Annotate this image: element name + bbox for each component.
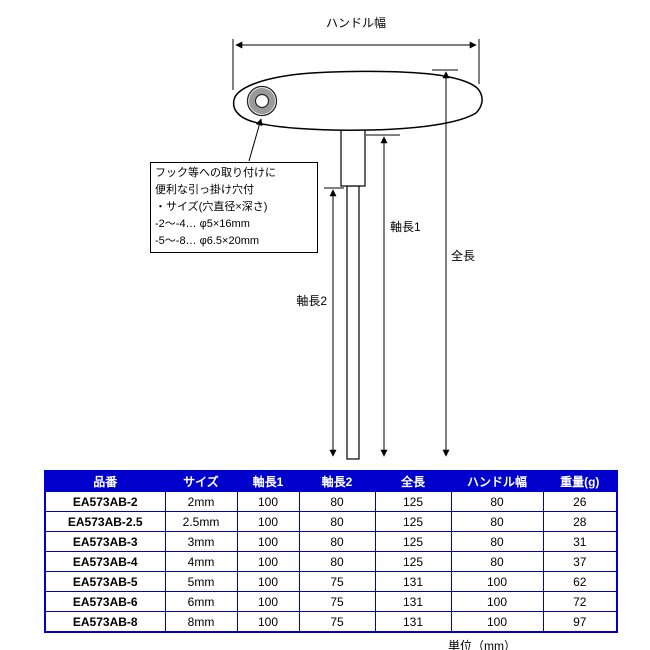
table-cell: 26 — [542, 491, 618, 512]
table-cell: 125 — [374, 491, 452, 512]
column-header: ハンドル幅 — [450, 470, 544, 492]
table-cell: 125 — [374, 531, 452, 552]
shaft-length-2-label: 軸長2 — [296, 294, 327, 308]
table-cell: 125 — [374, 551, 452, 572]
table-cell: 100 — [236, 491, 300, 512]
table-cell: 4mm — [164, 551, 238, 572]
table-cell: EA573AB-5 — [44, 571, 166, 592]
table-cell: 80 — [298, 531, 376, 552]
table-cell: EA573AB-8 — [44, 611, 166, 633]
table-cell: 72 — [542, 591, 618, 612]
table-cell: 80 — [450, 551, 544, 572]
table-cell: 80 — [450, 491, 544, 512]
table-cell: 100 — [236, 591, 300, 612]
callout-line: 便利な引っ掛け穴付 — [155, 184, 254, 196]
table-cell: EA573AB-3 — [44, 531, 166, 552]
table-cell: EA573AB-2 — [44, 491, 166, 512]
table-cell: 131 — [374, 591, 452, 612]
table-cell: 100 — [236, 611, 300, 633]
shaft — [346, 185, 360, 460]
callout-line: -5～-8… φ6.5×20mm — [155, 235, 260, 247]
callout-leader-arrow — [248, 118, 263, 162]
table-cell: 75 — [298, 591, 376, 612]
column-header: 軸長2 — [298, 470, 376, 492]
table-cell: 131 — [374, 571, 452, 592]
table-cell: 62 — [542, 571, 618, 592]
total-length-label: 全長 — [451, 248, 475, 263]
table-cell: 80 — [450, 511, 544, 532]
table-cell: 28 — [542, 511, 618, 532]
table-cell: 2.5mm — [164, 511, 238, 532]
column-header: 全長 — [374, 470, 452, 492]
table-cell: 31 — [542, 531, 618, 552]
table-cell: 100 — [236, 551, 300, 572]
table-cell: 8mm — [164, 611, 238, 633]
dimension-total-length — [432, 69, 458, 457]
table-cell: EA573AB-4 — [44, 551, 166, 572]
table-cell: 80 — [298, 491, 376, 512]
table-cell: 100 — [236, 511, 300, 532]
table-cell: EA573AB-6 — [44, 591, 166, 612]
column-header: 軸長1 — [236, 470, 300, 492]
table-cell: 125 — [374, 511, 452, 532]
table-cell: EA573AB-2.5 — [44, 511, 166, 532]
table-cell: 97 — [542, 611, 618, 633]
shaft-length-1-label: 軸長1 — [390, 220, 421, 234]
table-cell: 100 — [450, 571, 544, 592]
hanging-hole — [246, 85, 278, 117]
tool-diagram: ハンドル幅 全長 軸長1 軸長2 — [232, 15, 483, 460]
table-cell: 75 — [298, 571, 376, 592]
table-cell: 100 — [450, 591, 544, 612]
table-cell: 100 — [236, 531, 300, 552]
callout-line: -2～-4… φ5×16mm — [155, 218, 250, 230]
callout-line: フック等への取り付けに — [155, 167, 276, 179]
table-cell: 100 — [236, 571, 300, 592]
table-cell: 80 — [298, 551, 376, 572]
handle-outline — [232, 70, 483, 131]
unit-note: 単位（mm） — [448, 639, 516, 650]
ferrule — [340, 119, 366, 187]
table-cell: 2mm — [164, 491, 238, 512]
table-cell: 5mm — [164, 571, 238, 592]
table-cell: 80 — [298, 511, 376, 532]
dimension-shaft-length-2 — [324, 187, 344, 457]
column-header: サイズ — [164, 470, 238, 492]
column-header: 品番 — [44, 470, 166, 492]
column-header: 重量(g) — [542, 470, 618, 492]
table-cell: 75 — [298, 611, 376, 633]
table-cell: 131 — [374, 611, 452, 633]
table-cell: 80 — [450, 531, 544, 552]
table-cell: 37 — [542, 551, 618, 572]
dimension-handle-width — [232, 39, 480, 90]
callout-box: フック等への取り付けに 便利な引っ掛け穴付 ・サイズ(穴直径×深さ) -2～-4… — [150, 162, 318, 253]
table-cell: 3mm — [164, 531, 238, 552]
table-cell: 6mm — [164, 591, 238, 612]
table-cell: 100 — [450, 611, 544, 633]
handle-width-label: ハンドル幅 — [326, 15, 386, 30]
dimension-shaft-length-1 — [366, 134, 400, 457]
callout-line: ・サイズ(穴直径×深さ) — [155, 201, 268, 213]
